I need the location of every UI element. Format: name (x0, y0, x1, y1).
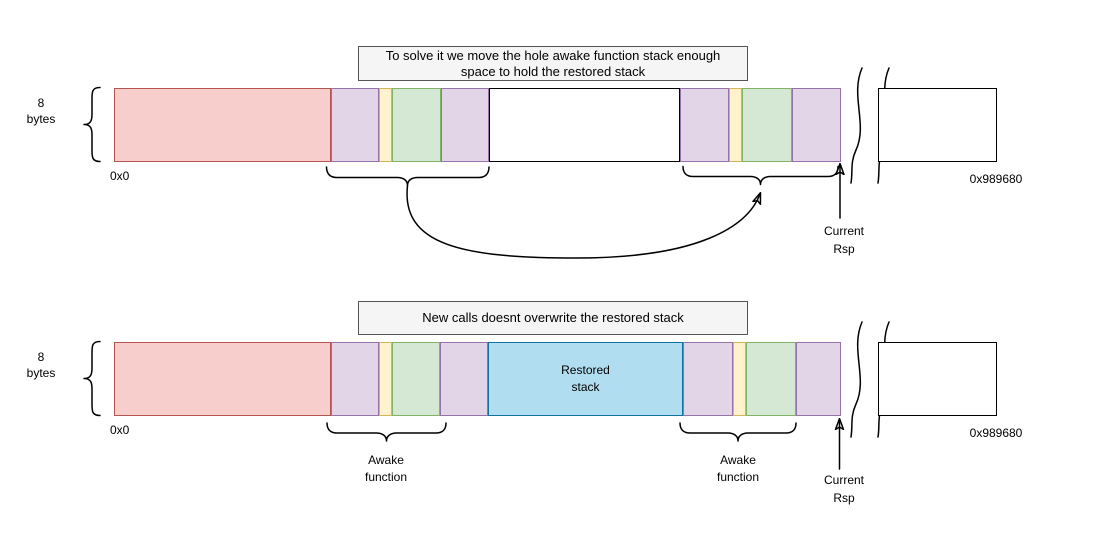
start-address-label: 0x0 (110, 169, 130, 183)
hole-free-space-segment (489, 88, 680, 162)
current-rsp-line2: Rsp (833, 491, 855, 505)
break-squiggle-icon (850, 67, 863, 184)
awake-label-line1: Awake (720, 453, 756, 467)
awake-frame-underbrace-right (682, 165, 839, 186)
awake-frame-left-purple-b (440, 342, 488, 416)
bytes-brace-bottom (83, 340, 101, 417)
awake-frame-left-yellow (379, 88, 392, 162)
restored-stack-segment: Restored stack (488, 342, 683, 416)
move-stack-arrow (406, 184, 760, 259)
current-rsp-line1: Current (823, 224, 864, 238)
break-squiggle-icon (850, 321, 863, 438)
awake-frame-left-green (392, 88, 441, 162)
current-rsp-label: Current Rsp (800, 222, 888, 258)
segment-label-line: Restored (561, 363, 610, 377)
old-stack-data-segment (114, 342, 331, 416)
current-rsp-line2: Rsp (833, 242, 855, 256)
top-note-text: To solve it we move the hole awake funct… (385, 48, 721, 79)
awake-label-line2: function (716, 470, 760, 484)
awake-frame-left-purple-a (331, 88, 379, 162)
awake-frame-right-purple-a (680, 88, 729, 162)
bytes-label-line2: bytes (26, 366, 56, 380)
awake-frame-right-yellow (733, 342, 746, 416)
bytes-label-line1: 8 (37, 96, 45, 110)
current-rsp-label: Current Rsp (800, 471, 888, 507)
awake-frame-underbrace-left (326, 422, 447, 442)
stack-bar-continuation (878, 342, 997, 416)
stack-bar-continuation (878, 88, 997, 162)
awake-label-line2: function (364, 470, 408, 484)
awake-frame-right-purple-a (683, 342, 733, 416)
awake-frame-right-purple-b (796, 342, 841, 416)
awake-frame-underbrace-left (325, 166, 490, 187)
bytes-brace-top (83, 86, 101, 163)
awake-frame-left-purple-b (441, 88, 489, 162)
start-address-label: 0x0 (110, 423, 130, 437)
bottom-note-text: New calls doesnt overwrite the restored … (422, 310, 684, 326)
segment-label-line: stack (571, 380, 600, 394)
stack-bar-bottom: Restored stack (114, 342, 841, 416)
old-stack-data-segment (114, 88, 331, 162)
awake-frame-left-purple-a (331, 342, 379, 416)
awake-frame-right-green (742, 88, 792, 162)
awake-frame-left-green (392, 342, 440, 416)
bottom-note: New calls doesnt overwrite the restored … (358, 301, 748, 335)
bytes-label-line1: 8 (37, 350, 45, 364)
bytes-label: 8 bytes (11, 95, 71, 127)
current-rsp-line1: Current (823, 473, 864, 487)
awake-frame-right-purple-b (792, 88, 841, 162)
awake-frame-right-yellow (729, 88, 742, 162)
end-address-label: 0x989680 (969, 172, 1023, 186)
awake-frame-right-green (746, 342, 796, 416)
awake-function-label-left: Awake function (336, 452, 436, 486)
bytes-label: 8 bytes (11, 349, 71, 381)
top-note: To solve it we move the hole awake funct… (358, 46, 748, 81)
stack-bar-top (114, 88, 841, 162)
bytes-label-line2: bytes (26, 112, 56, 126)
end-address-label: 0x989680 (969, 426, 1023, 440)
awake-frame-left-yellow (379, 342, 392, 416)
awake-function-label-right: Awake function (688, 452, 788, 486)
awake-frame-underbrace-right (679, 422, 797, 442)
awake-label-line1: Awake (368, 453, 404, 467)
